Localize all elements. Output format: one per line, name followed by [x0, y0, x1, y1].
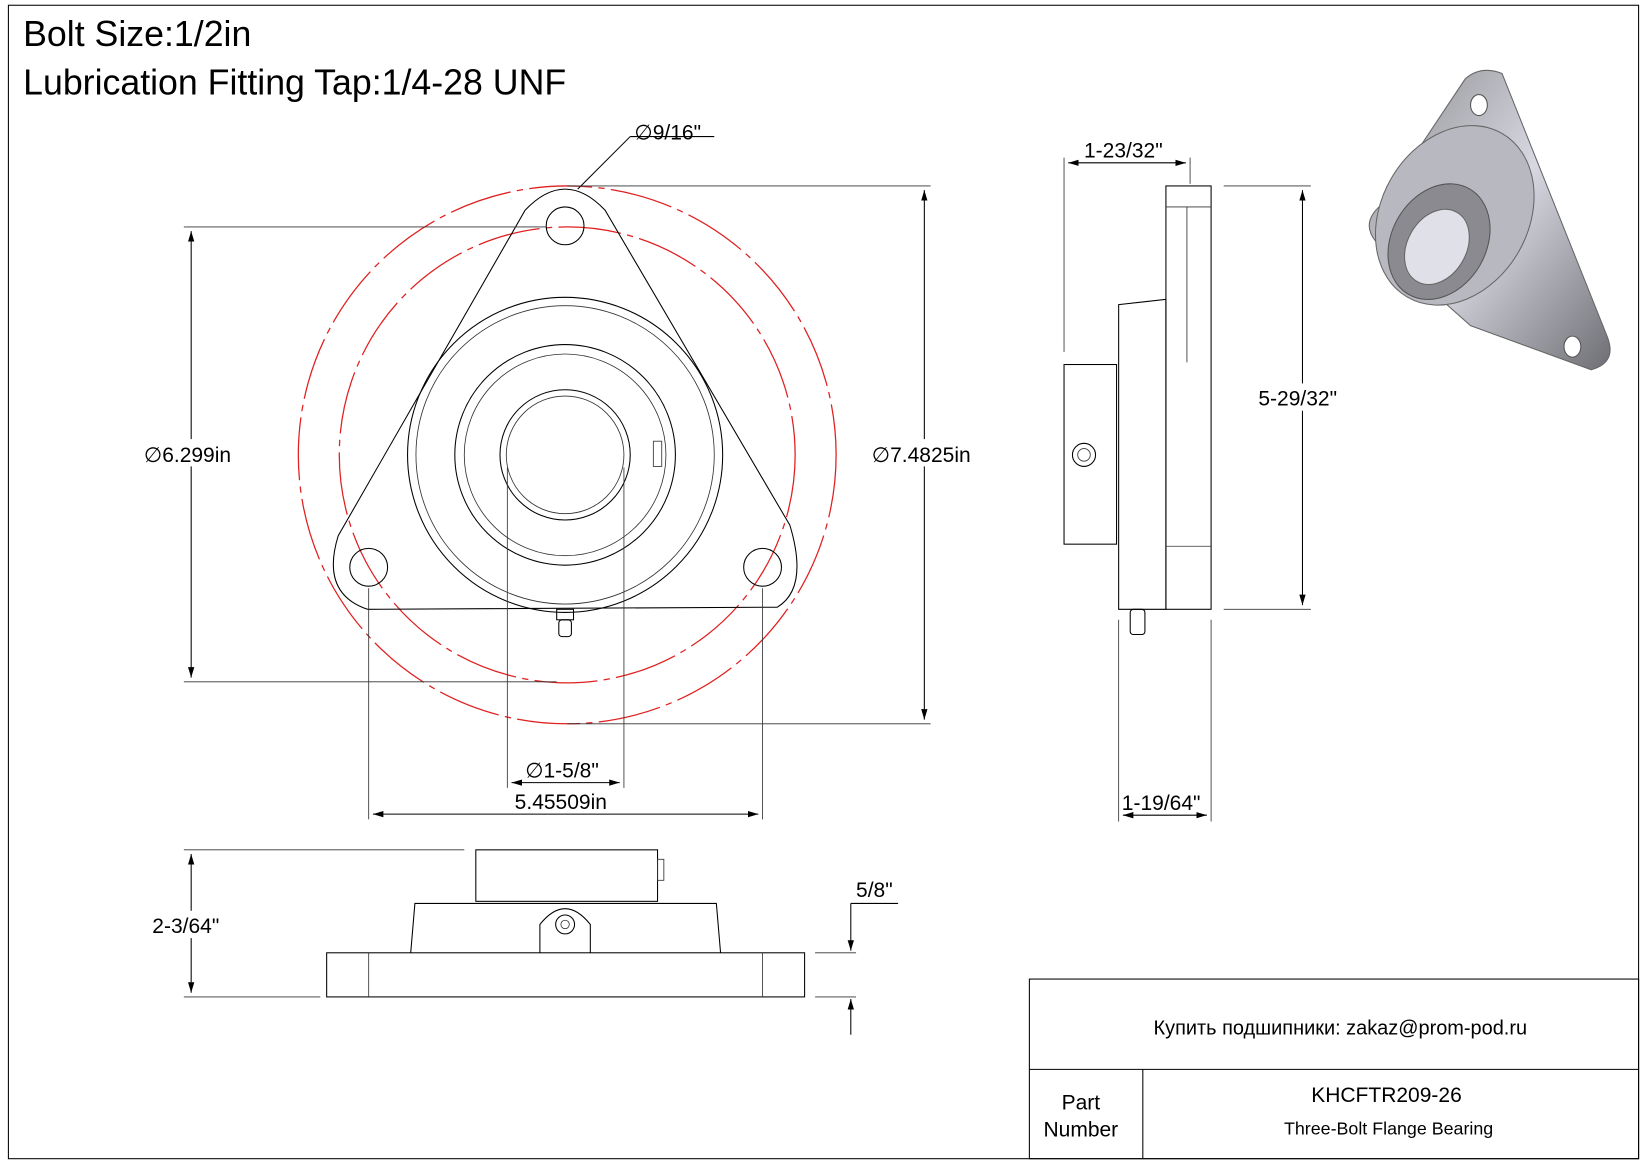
side-view [1063, 185, 1212, 636]
svg-text:5/8": 5/8" [856, 879, 893, 902]
front-view [297, 185, 837, 725]
front-dimensions: ∅9/16" ∅6.299in ∅7.4825in ∅1-5/8" 5.4550… [141, 122, 986, 820]
svg-text:1-23/32": 1-23/32" [1084, 140, 1163, 163]
bolt-size-label: Bolt Size:1/2in [23, 14, 251, 54]
contact-text: Купить подшипники: zakaz@prom-pod.ru [1154, 1018, 1528, 1040]
isometric-bearing-render [1368, 69, 1611, 371]
lubrication-label: Lubrication Fitting Tap:1/4-28 UNF [23, 63, 566, 103]
svg-text:1-19/64": 1-19/64" [1122, 792, 1201, 815]
svg-text:5.45509in: 5.45509in [515, 791, 607, 814]
svg-text:∅7.4825in: ∅7.4825in [872, 444, 971, 467]
bottom-dimensions: 2-3/64" 5/8" [149, 849, 899, 1035]
svg-text:∅9/16": ∅9/16" [634, 122, 701, 145]
title-block: Купить подшипники: zakaz@prom-pod.ru Par… [1028, 978, 1640, 1160]
side-dimensions: 1-23/32" 5-29/32" 1-19/64" [1063, 140, 1349, 822]
part-label: Part [1062, 1091, 1101, 1114]
svg-text:∅6.299in: ∅6.299in [144, 444, 231, 467]
part-description: Three-Bolt Flange Bearing [1284, 1119, 1493, 1139]
part-number: KHCFTR209-26 [1311, 1084, 1462, 1107]
svg-text:5-29/32": 5-29/32" [1258, 387, 1337, 410]
drawing-border [7, 4, 1640, 1160]
part-label-2: Number [1043, 1119, 1118, 1142]
svg-text:∅1-5/8": ∅1-5/8" [525, 759, 599, 782]
svg-text:2-3/64": 2-3/64" [152, 915, 219, 938]
bottom-view [326, 849, 806, 998]
